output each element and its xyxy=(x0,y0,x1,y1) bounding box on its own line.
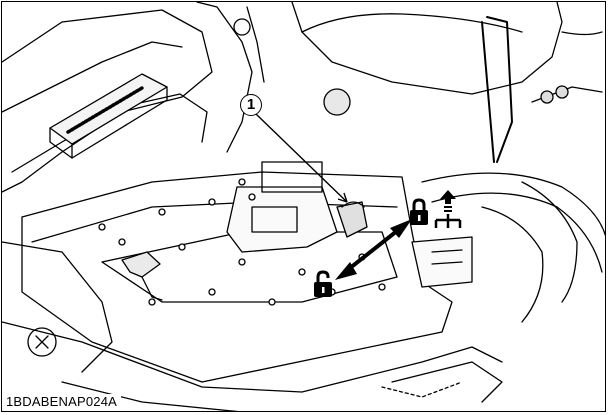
figure-reference-code: 1BDABENAP024A xyxy=(4,394,121,409)
lock-open-icon xyxy=(314,270,332,297)
lock-closed-icon xyxy=(410,198,428,225)
double-arrow-icon xyxy=(335,219,412,280)
knob xyxy=(323,88,351,116)
wheel-arch xyxy=(421,172,605,237)
bottom-step xyxy=(2,321,503,393)
left-fender xyxy=(2,9,213,193)
latch xyxy=(121,251,161,278)
lever-plate xyxy=(226,161,368,253)
spring-assembly xyxy=(49,73,168,159)
tractor-deck-illustration xyxy=(2,2,605,411)
floor-deck xyxy=(21,171,453,383)
lever-handle xyxy=(336,201,368,238)
callout-leader xyxy=(255,113,348,203)
callout-number: 1 xyxy=(240,94,262,116)
rod-right xyxy=(486,16,513,163)
raise-lever-icon xyxy=(434,190,462,228)
seat-base xyxy=(291,2,563,95)
column-left xyxy=(196,2,253,153)
